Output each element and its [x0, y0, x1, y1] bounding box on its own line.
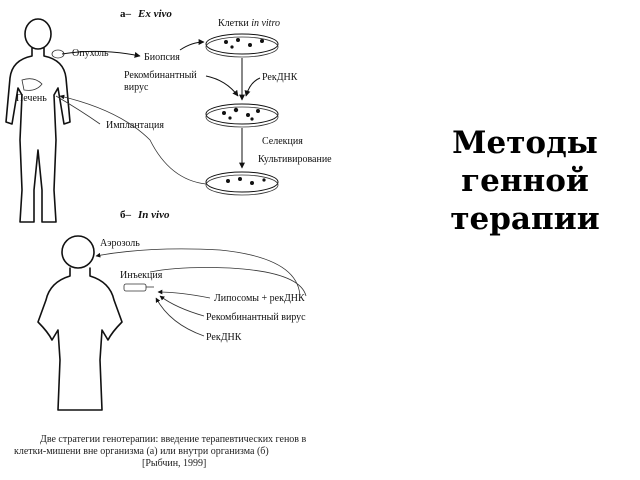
panel-b-title: In vivo [137, 209, 170, 221]
panel-a-letter: а– [120, 8, 132, 20]
figure-caption: Две стратегии генотерапии: введение тера… [0, 434, 420, 470]
aerosol-label: Аэрозоль [100, 238, 140, 249]
arrow-biopsy-dish [179, 39, 205, 51]
cultivation-label: Культивирование [258, 154, 332, 165]
recdna-label-b: РекДНК [206, 332, 242, 343]
tumor-label: Опухоль [72, 48, 109, 59]
title-line-1: Методы [452, 125, 598, 161]
selection-label: Селекция [262, 136, 303, 147]
main-title: Методы генной терапии [420, 124, 630, 238]
petri-dish-2 [205, 103, 279, 128]
arrow-recomb-virus [159, 295, 205, 317]
arrow-aerosol [95, 248, 301, 299]
injection-label: Инъекция [120, 270, 163, 281]
arrow-recdna [155, 297, 205, 337]
panel-b-letter: б– [120, 209, 132, 221]
title-line-3: терапии [450, 201, 600, 237]
caption-line-1: Две стратегии генотерапии: введение тера… [40, 434, 307, 445]
arrow-liposomes [157, 289, 211, 299]
petri-dish-1 [205, 33, 279, 58]
arrow-tumor-biopsy [61, 50, 141, 58]
syringe-icon [123, 283, 147, 292]
panel-ex-vivo: а– Ex vivo Опухоль Биопсия Печень Клетки… [5, 8, 332, 223]
recomb-virus-label-2: вирус [124, 82, 149, 93]
panel-a-title: Ex vivo [137, 8, 172, 20]
liposomes-label: Липосомы + рекДНК [214, 293, 305, 304]
implant-label: Имплантация [106, 120, 164, 131]
title-line-2: генной [461, 163, 589, 199]
biopsy-label: Биопсия [144, 52, 180, 63]
liver-label: Печень [16, 93, 47, 104]
human-figure-b [37, 235, 154, 411]
recomb-virus-label-1: Рекомбинантный [124, 70, 197, 81]
cells-label: Клетки in vitro [218, 18, 280, 29]
human-figure-a [5, 18, 71, 223]
liver-shape [21, 78, 43, 91]
recdna-label-a: РекДНК [262, 72, 298, 83]
caption-line-2: клетки-мишени вне организма (а) или внут… [14, 446, 269, 457]
arrow-implant-return [59, 94, 207, 185]
caption-source: [Рыбчин, 1999] [142, 458, 207, 469]
recomb-virus-label-b: Рекомбинантный вирус [206, 312, 306, 323]
petri-dish-3 [205, 171, 279, 196]
panel-in-vivo: б– In vivo Аэрозоль Инъекция Липосомы + … [37, 209, 307, 411]
